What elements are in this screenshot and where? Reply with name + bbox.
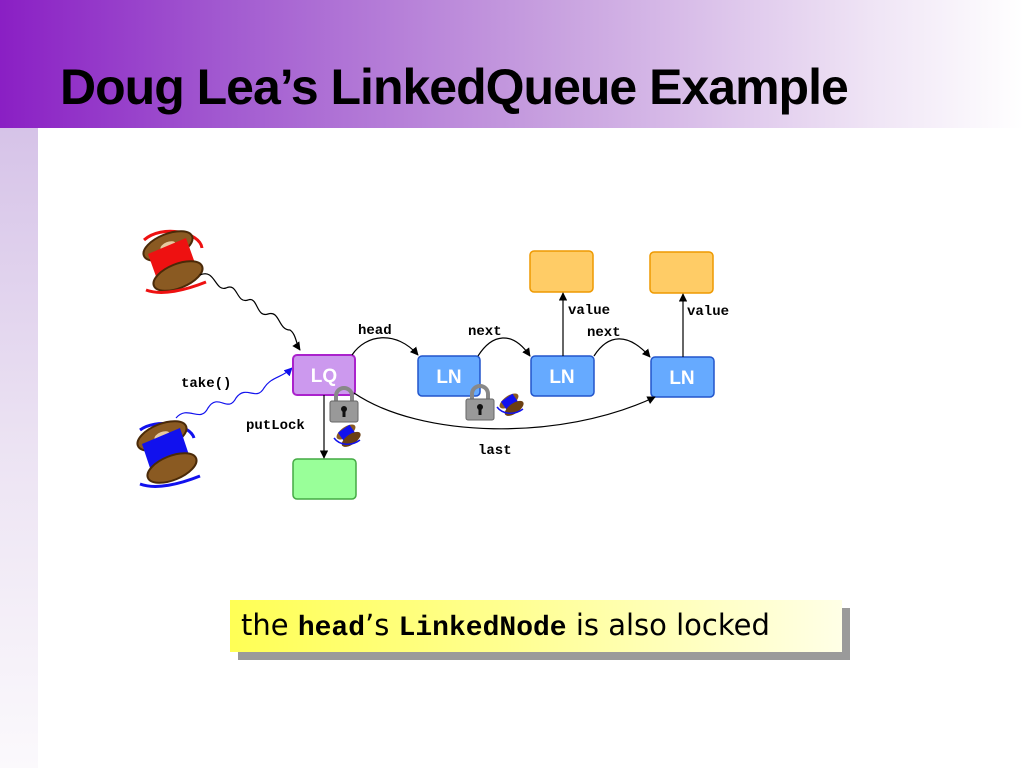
- caption-code-head: head: [297, 613, 366, 644]
- title-band: [0, 0, 1024, 128]
- ln-node-3-label: LN: [669, 368, 694, 389]
- ln-node-2-label: LN: [549, 367, 574, 388]
- value-box-1: [529, 250, 594, 293]
- putlock-box: [292, 458, 357, 500]
- lq-node-label: LQ: [311, 366, 337, 387]
- head-arrow: [351, 337, 419, 356]
- next-label-2: next: [587, 325, 621, 341]
- caption-text-2: ’s: [365, 608, 399, 642]
- red-thread-squiggle: [199, 273, 301, 351]
- caption-text-1: the: [241, 608, 298, 642]
- next-arrow-2: [593, 338, 651, 358]
- caption-text-3: is also locked: [566, 608, 770, 642]
- ln-node-1-label: LN: [436, 367, 461, 388]
- mini-blue-spool-icon: [496, 389, 527, 420]
- caption-code-linkednode: LinkedNode: [398, 613, 567, 644]
- last-arrow: [353, 392, 656, 430]
- head-label: head: [358, 323, 392, 339]
- blue-thread-spool-icon: [136, 420, 201, 488]
- blue-thread-squiggle: [175, 367, 293, 419]
- red-thread-spool-icon: [142, 229, 207, 294]
- last-label: last: [478, 443, 512, 459]
- next-arrow-1: [477, 337, 531, 357]
- putlock-label: putLock: [246, 418, 305, 434]
- ln-node-1: [417, 355, 481, 397]
- caption-box: the head’s LinkedNode is also locked: [230, 600, 842, 652]
- next-label-1: next: [468, 324, 502, 340]
- slide-title: Doug Lea’s LinkedQueue Example: [60, 59, 849, 115]
- value-box-2: [649, 251, 714, 294]
- take-label: take(): [181, 376, 231, 392]
- value-label-2: value: [687, 304, 729, 320]
- side-band: [0, 128, 38, 768]
- mini-blue-spool-icon: [333, 420, 364, 451]
- value-label-1: value: [568, 303, 610, 319]
